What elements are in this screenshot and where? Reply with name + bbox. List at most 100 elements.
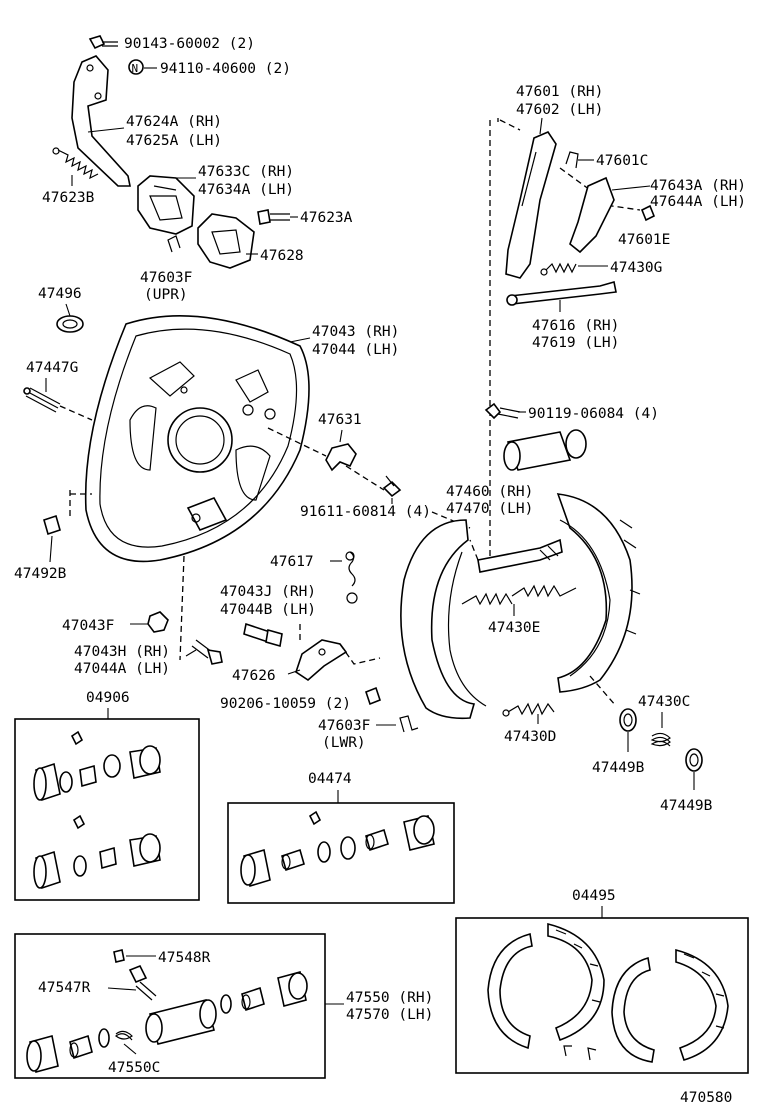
- label-47492b: 47492B: [14, 566, 67, 582]
- spring-47430c: [650, 732, 671, 747]
- label-47616: 47616 (RH): [532, 318, 619, 334]
- svg-text:N: N: [132, 62, 139, 75]
- label-90206: 90206-10059 (2): [220, 696, 351, 712]
- label-47601: 47601 (RH): [516, 84, 603, 100]
- kit-box-04474: [227, 802, 455, 904]
- backing-plate-47043: [84, 314, 310, 563]
- plug-47492b: [43, 514, 61, 536]
- label-47470: 47470 (LH): [446, 501, 533, 517]
- kit-parts-04906: [33, 730, 161, 890]
- label-47601c: 47601C: [596, 153, 648, 169]
- label-90119: 90119-06084 (4): [528, 406, 659, 422]
- label-47043h: 47043H (RH): [74, 644, 170, 660]
- label-47043f: 47043F: [62, 618, 114, 634]
- label-47626: 47626: [232, 668, 276, 684]
- label-47603f-upr: 47603F: [140, 270, 192, 286]
- clip-47601c: [565, 151, 579, 169]
- label-47043: 47043 (RH): [312, 324, 399, 340]
- label-47633c: 47633C (RH): [198, 164, 294, 180]
- bleeder-47447g: [23, 387, 61, 413]
- cup-47449b-1: [619, 708, 637, 732]
- label-47643a: 47643A (RH): [650, 178, 746, 194]
- spring-47623b: [52, 147, 99, 180]
- adjuster-strut: [477, 538, 563, 573]
- label-47644a-r: 47644A (LH): [650, 194, 746, 210]
- label-47496: 47496: [38, 286, 82, 302]
- pin-47043j: [243, 622, 283, 648]
- label-47619: 47619 (LH): [532, 335, 619, 351]
- nut-94110: N: [128, 59, 144, 75]
- spring-47430e: [461, 584, 577, 606]
- label-47043j: 47043J (RH): [220, 584, 316, 600]
- label-94110: 94110-40600 (2): [160, 61, 291, 77]
- bolt-90143: [88, 35, 118, 50]
- bleeder-47548r: [113, 949, 125, 963]
- kit-parts-04474: [240, 810, 435, 888]
- kit-box-04906: [14, 718, 200, 901]
- label-47634a: 47634A (LH): [198, 182, 294, 198]
- label-47623a: 47623A: [300, 210, 353, 226]
- label-47430g: 47430G: [610, 260, 662, 276]
- parking-brake-lever: [71, 55, 131, 187]
- wheel-cylinder-47550: [503, 429, 587, 471]
- kit-box-47550: [14, 933, 326, 1079]
- cup-47449b-2: [685, 748, 703, 772]
- strut-47616: [506, 280, 617, 306]
- label-47044a: 47044A (LH): [74, 661, 170, 677]
- spring-47617: [345, 551, 358, 604]
- bolt-47043h: [191, 639, 223, 665]
- label-47447g: 47447G: [26, 360, 78, 376]
- label-47430e: 47430E: [488, 620, 540, 636]
- washer-90206: [365, 686, 381, 706]
- spring-47430d: [502, 702, 555, 717]
- kit-box-04495: [455, 917, 749, 1074]
- label-47617: 47617: [270, 554, 314, 570]
- label-47548r: 47548R: [158, 950, 211, 966]
- plate-47643a: [569, 176, 615, 254]
- cover-47628: [197, 213, 255, 269]
- bolt-47623a: [257, 209, 290, 225]
- label-47623b: 47623B: [42, 190, 95, 206]
- label-04495: 04495: [572, 888, 616, 904]
- washer-47601e: [640, 204, 656, 222]
- label-47570: 47570 (LH): [346, 1007, 433, 1023]
- kit-parts-47550: [26, 971, 308, 1073]
- label-47602: 47602 (LH): [516, 102, 603, 118]
- label-47628: 47628: [260, 248, 304, 264]
- label-47449b-1: 47449B: [592, 760, 645, 776]
- grommet-47496: [56, 315, 84, 333]
- kit-parts-04495: [487, 922, 729, 1063]
- cap-47547r: [128, 964, 157, 1001]
- label-47449b-2: 47449B: [660, 798, 713, 814]
- label-04906: 04906: [86, 690, 130, 706]
- label-47547r: 47547R: [38, 980, 91, 996]
- label-47044b: 47044B (LH): [220, 602, 316, 618]
- label-90143: 90143-60002 (2): [124, 36, 255, 52]
- label-lwr: (LWR): [322, 735, 366, 751]
- spring-47430g: [540, 262, 577, 276]
- label-47430c: 47430C: [638, 694, 690, 710]
- label-47601e: 47601E: [618, 232, 670, 248]
- label-47624a: 47624A (RH): [126, 114, 222, 130]
- cover-47633c: [137, 175, 195, 235]
- brake-shoe-pair: [400, 493, 641, 720]
- label-47430d: 47430D: [504, 729, 556, 745]
- label-47550c: 47550C: [108, 1060, 160, 1076]
- label-upr: (UPR): [144, 287, 188, 303]
- bolt-90119: [484, 402, 521, 420]
- label-47044: 47044 (LH): [312, 342, 399, 358]
- nut-47043f: [147, 611, 169, 633]
- clip-47603f-lwr: [399, 715, 419, 733]
- bolt-91611: [382, 475, 402, 498]
- label-47550: 47550 (RH): [346, 990, 433, 1006]
- label-47460: 47460 (RH): [446, 484, 533, 500]
- clip-47603f-upr: [167, 235, 181, 253]
- label-47631: 47631: [318, 412, 362, 428]
- diagram-id: 470580: [680, 1090, 732, 1106]
- lever-47626: [295, 639, 348, 682]
- label-47625a: 47625A (LH): [126, 133, 222, 149]
- label-04474: 04474: [308, 771, 352, 787]
- label-47603f-lwr: 47603F: [318, 718, 370, 734]
- label-91611: 91611-60814 (4): [300, 504, 431, 520]
